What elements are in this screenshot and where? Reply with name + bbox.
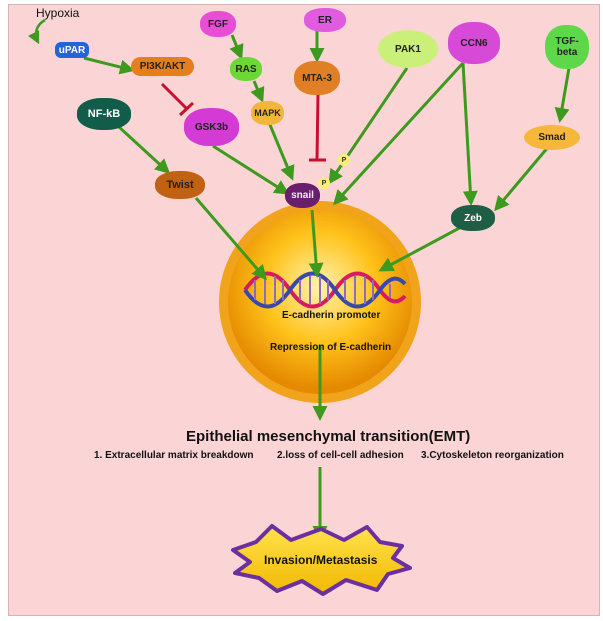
hypoxia-label: Hypoxia bbox=[36, 6, 80, 20]
mapk-node: MAPK bbox=[251, 101, 284, 125]
zeb-node: Zeb bbox=[451, 205, 495, 231]
ccn6-node: CCN6 bbox=[448, 22, 500, 64]
invasion-metastasis-label: Invasion/Metastasis bbox=[264, 553, 378, 567]
phospho-p-2: P bbox=[318, 177, 330, 189]
invasion-metastasis-star bbox=[231, 524, 412, 596]
pi3k-akt-node: PI3K/AKT bbox=[131, 57, 194, 76]
tgf-beta-line2: beta bbox=[556, 47, 578, 58]
emt-item-1: 1. Extracellular matrix breakdown bbox=[94, 450, 254, 461]
repression-label: Repression of E-cadherin bbox=[270, 342, 392, 353]
phospho-p-1: P bbox=[338, 154, 350, 166]
emt-item-3: 3.Cytoskeleton reorganization bbox=[421, 450, 564, 461]
ras-node: RAS bbox=[230, 57, 262, 81]
dna-helix-icon bbox=[243, 271, 407, 309]
nfkb-node: NF-kB bbox=[77, 98, 131, 130]
tgf-beta-line1: TGF- bbox=[555, 36, 579, 47]
gsk3b-node: GSK3b bbox=[184, 108, 239, 146]
er-node: ER bbox=[304, 8, 346, 32]
twist-node: Twist bbox=[155, 171, 205, 199]
emt-title: Epithelial mesenchymal transition(EMT) bbox=[186, 428, 471, 445]
emt-item-2: 2.loss of cell-cell adhesion bbox=[277, 450, 404, 461]
upar-node: uPAR bbox=[55, 42, 89, 58]
fgf-node: FGF bbox=[200, 11, 236, 37]
mta3-node: MTA-3 bbox=[294, 61, 340, 95]
snail-node: snail bbox=[285, 183, 320, 208]
tgf-beta-node: TGF- beta bbox=[545, 25, 589, 69]
e-cadherin-promoter-label: E-cadherin promoter bbox=[282, 310, 381, 321]
smad-node: Smad bbox=[524, 125, 580, 150]
pak1-node: PAK1 bbox=[378, 30, 438, 68]
